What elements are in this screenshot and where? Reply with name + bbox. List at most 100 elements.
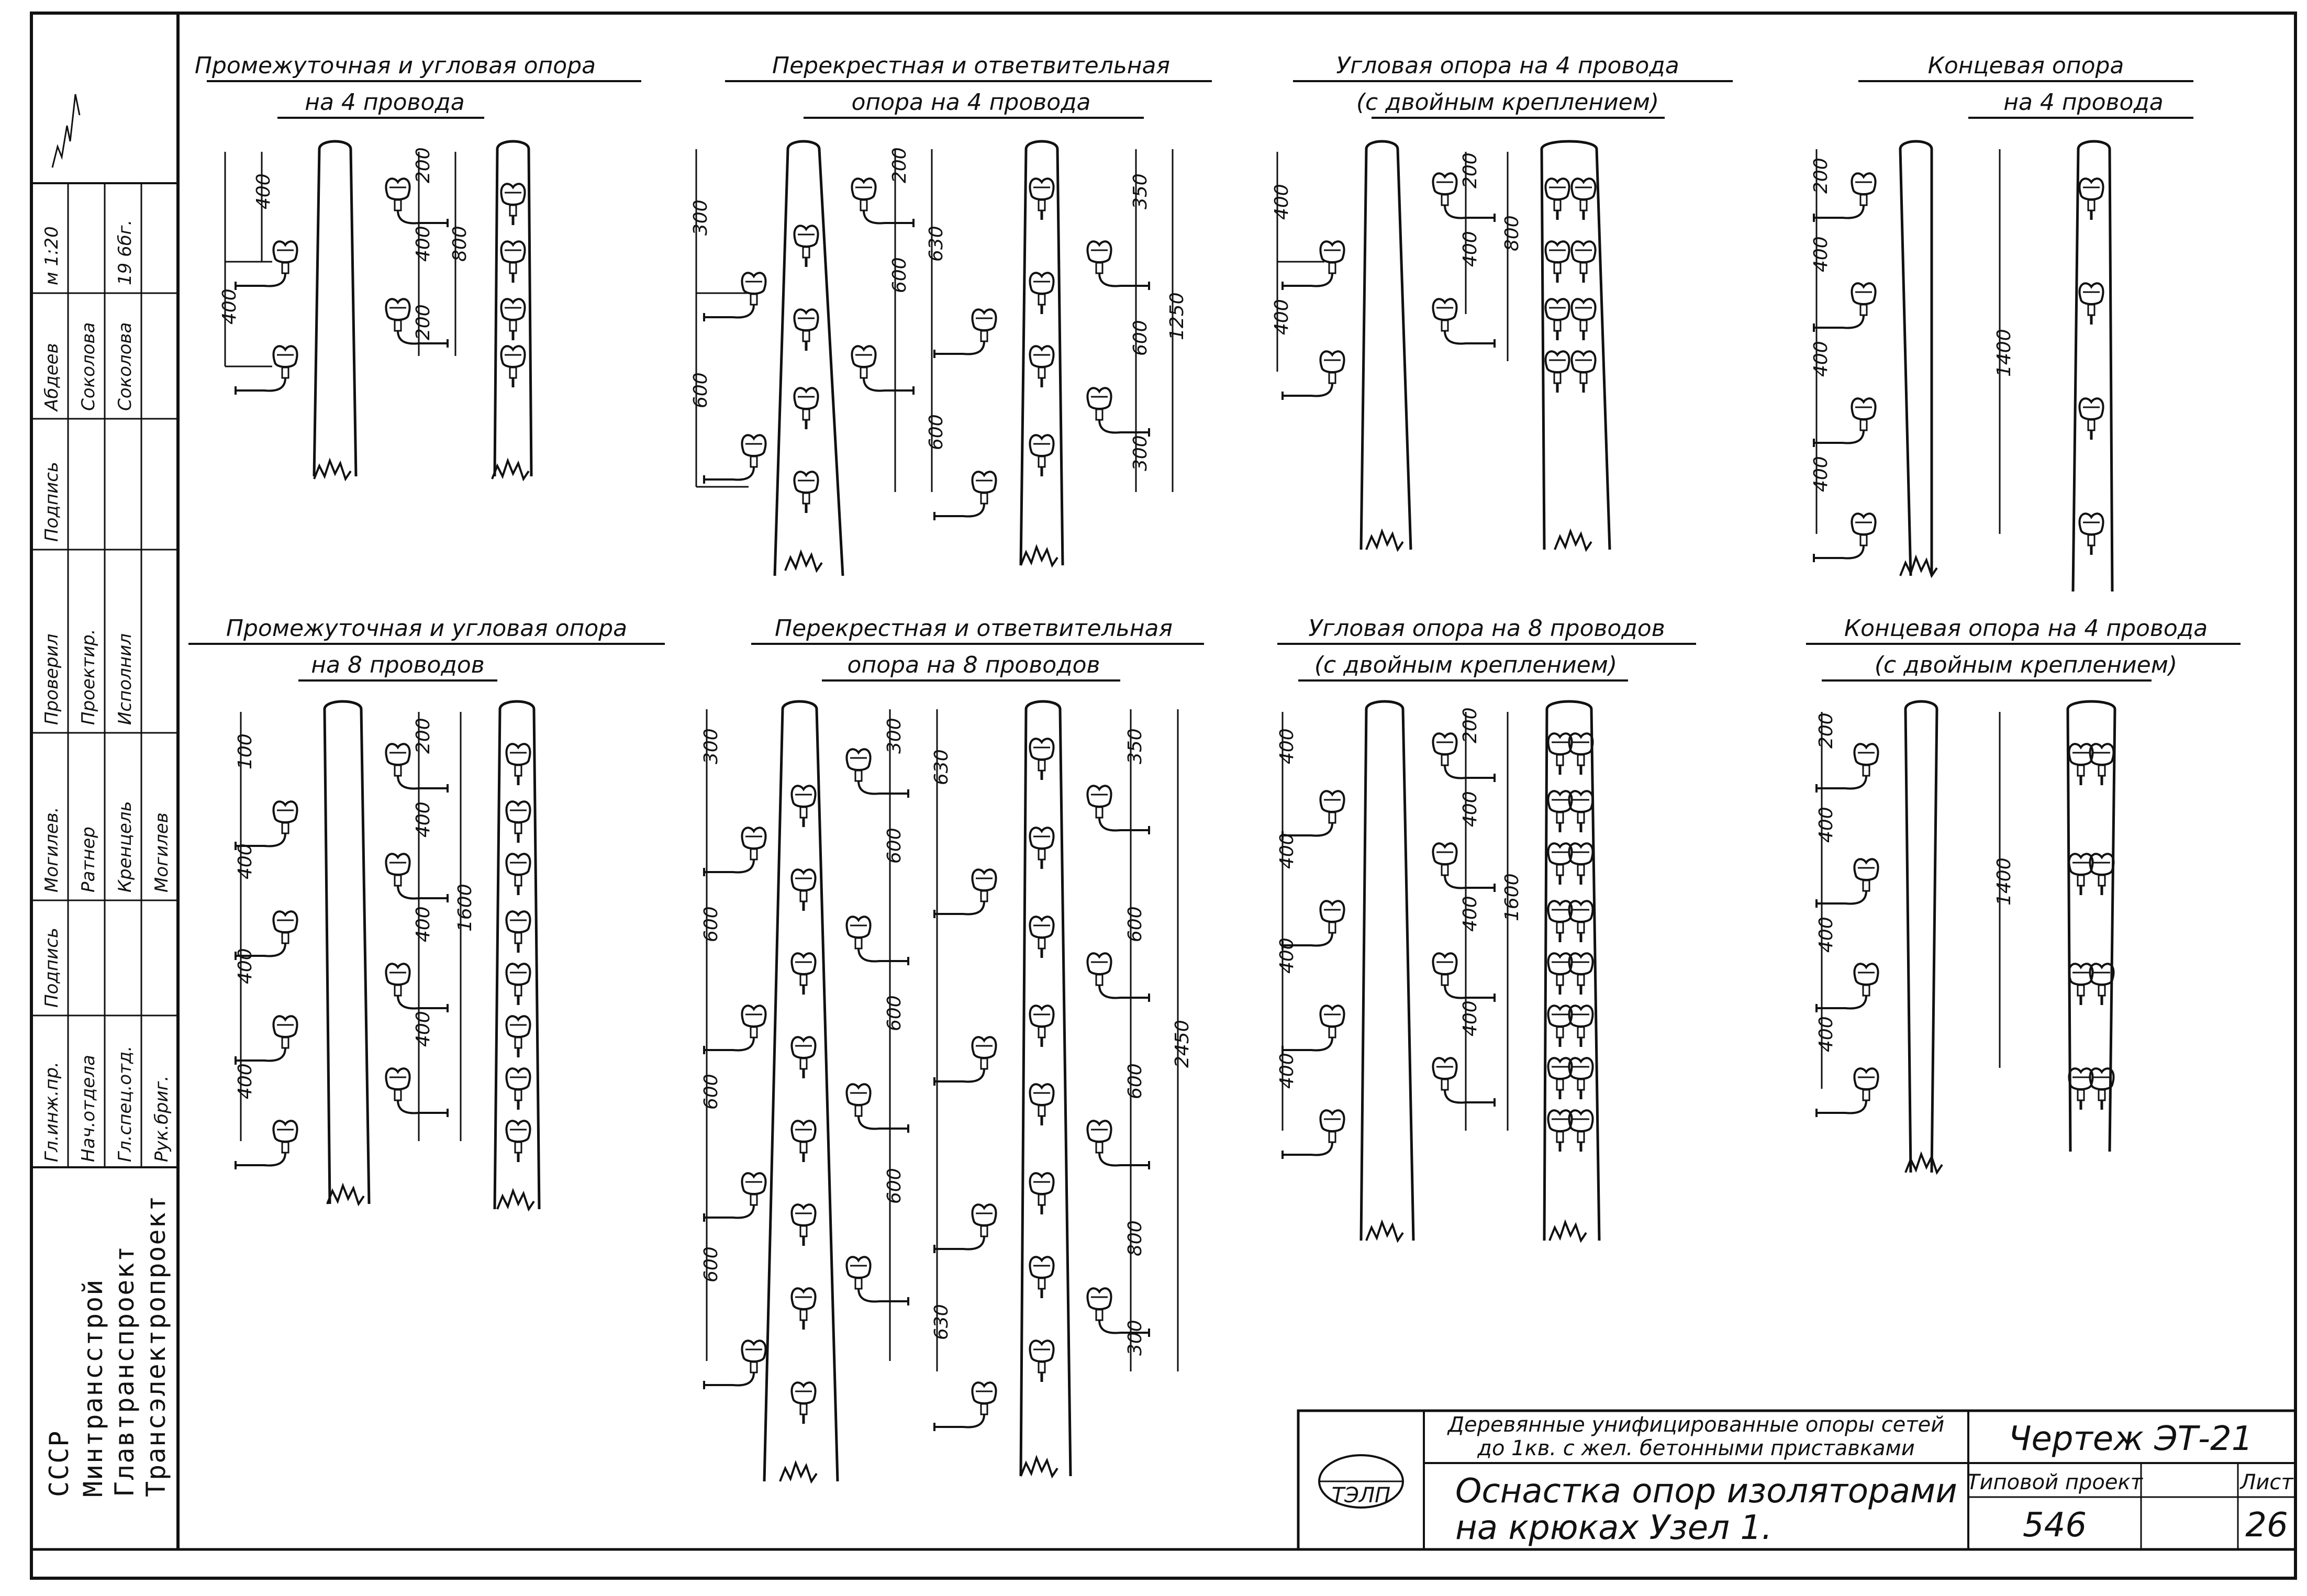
stamp-description-2: до 1кв. с жел. бетонными приставками	[1477, 1436, 1914, 1460]
title-8-line2: (с двойным креплением)	[1875, 652, 2177, 678]
n6-dim-a: 300	[700, 728, 722, 764]
stamp-title-1: Оснастка опор изоляторами	[1455, 1472, 1957, 1511]
n6-dim-k: 350	[1124, 728, 1146, 764]
col-header-signature-2: Подпись	[41, 462, 62, 542]
project-label: Типовой проект	[1967, 1470, 2144, 1494]
n3-dim-total: 800	[1501, 215, 1523, 251]
n8-dim-b: 400	[1815, 807, 1837, 843]
n6-dim-h: 600	[884, 1168, 905, 1204]
n7-dim-h: 400	[1459, 1000, 1481, 1036]
node-1-diagram: 400 400 200 400 200 800	[219, 140, 533, 480]
n6-dim-c: 600	[700, 1074, 722, 1110]
n2-dim-i: 300	[1130, 435, 1151, 471]
sheet-label: Лист	[2239, 1470, 2294, 1494]
sheet-number: 26	[2245, 1506, 2288, 1545]
stamp-title-2: на крюках Узел 1.	[1455, 1509, 1772, 1547]
n5-dim-h: 400	[413, 1011, 434, 1047]
n6-dim-n: 800	[1124, 1220, 1146, 1256]
n2-dim-c: 200	[889, 147, 910, 183]
n5-dim-a: 100	[235, 733, 256, 769]
n4-dim-d: 400	[1810, 456, 1832, 492]
n4-dim-b: 400	[1810, 236, 1832, 272]
role-chief-spec: Гл.спец.отд.	[115, 1046, 136, 1162]
scale-label: м 1:20	[41, 226, 62, 285]
title-6-line2: опора на 8 проводов	[848, 652, 1100, 678]
node-7-diagram: 400 400 400 400 200 400 400 400 1600	[1276, 700, 1601, 1242]
n1-dim-a: 400	[253, 173, 274, 209]
title-4-line2: на 4 провода	[2003, 89, 2164, 116]
project-number: 546	[2023, 1506, 2087, 1545]
title-5-line2: на 8 проводов	[311, 652, 484, 678]
org-mintransstroy: Минтрансстрой	[78, 1279, 108, 1497]
n6-dim-total: 2450	[1172, 1020, 1193, 1068]
year-label: 19 6бг.	[115, 220, 136, 285]
node-6-diagram: 300 600 600 600 300 600 600 600 630 630 …	[700, 700, 1193, 1482]
outer-frame	[30, 12, 2297, 1580]
n2-dim-d: 600	[889, 257, 910, 293]
n7-dim-b: 400	[1276, 833, 1298, 869]
n6-dim-l: 600	[1124, 906, 1146, 942]
n2-dim-total: 1250	[1166, 292, 1188, 340]
col-header-signature: Подпись	[41, 928, 62, 1008]
titles: Промежуточная и угловая опора на 4 прово…	[188, 52, 2241, 682]
name-abdeev: Абдеев	[41, 343, 62, 412]
logo-text: ТЭЛП	[1332, 1483, 1391, 1508]
name-1: Могилев.	[41, 807, 62, 892]
org-transelektroproekt: Трансэлектропроект	[141, 1195, 171, 1497]
node-5-diagram: 100 400 400 400 200 400 400 400 1600	[235, 700, 541, 1210]
n7-dim-f: 400	[1459, 791, 1481, 827]
role-chief-engineer: Гл.инж.пр.	[41, 1062, 62, 1162]
col-header-checked: Проверил	[41, 634, 62, 725]
n6-dim-i: 630	[931, 749, 952, 785]
n7-dim-e: 200	[1459, 707, 1481, 743]
name-2: Ратнер	[78, 827, 99, 892]
name-sokolova-2: Соколова	[115, 322, 136, 411]
n4-dim-total: 1400	[1993, 329, 2015, 377]
n6-dim-e: 300	[884, 718, 905, 754]
n7-dim-g: 400	[1459, 896, 1481, 932]
title-8-line1: Концевая опора на 4 провода	[1844, 615, 2208, 642]
n2-dim-h: 600	[1130, 320, 1151, 356]
name-3: Кренцель	[115, 801, 136, 892]
title-3-line1: Угловая опора на 4 провода	[1336, 52, 1679, 79]
n1-dim-c: 200	[413, 147, 434, 183]
n2-dim-b: 600	[690, 372, 711, 408]
title-7-line2: (с двойным креплением)	[1314, 652, 1617, 678]
n6-dim-j: 630	[931, 1304, 952, 1340]
node-4-diagram: 200 400 400 400 1400	[1810, 140, 2114, 592]
n6-dim-d: 600	[700, 1246, 722, 1282]
n2-dim-e: 600	[926, 414, 947, 450]
n1-dim-b: 400	[219, 288, 240, 325]
title-1-line2: на 4 провода	[305, 89, 465, 116]
name-sokolova-1: Соколова	[78, 322, 99, 411]
n6-dim-m: 600	[1124, 1063, 1146, 1099]
n3-dim-b: 400	[1271, 299, 1292, 335]
n3-dim-c: 200	[1459, 152, 1481, 188]
title-2-line1: Перекрестная и ответвительная	[772, 52, 1170, 79]
role-team-lead: Рук.бриг.	[151, 1076, 172, 1162]
n2-dim-a: 300	[690, 199, 711, 236]
n5-dim-c: 400	[235, 948, 256, 984]
n7-dim-a: 400	[1276, 728, 1298, 764]
n5-dim-b: 400	[235, 843, 256, 879]
n7-dim-c: 400	[1276, 937, 1298, 974]
col-header-designer: Проектир.	[78, 629, 99, 725]
n8-dim-a: 200	[1815, 712, 1837, 749]
n3-dim-d: 400	[1459, 231, 1481, 267]
n7-dim-d: 400	[1276, 1053, 1298, 1089]
drawing-number: Чертеж ЭТ-21	[2009, 1420, 2253, 1458]
n1-dim-e: 200	[413, 304, 434, 340]
org-glavtransproekt: Главтранспроект	[109, 1245, 140, 1497]
title-5-line1: Промежуточная и угловая опора	[226, 615, 627, 642]
title-7-line1: Угловая опора на 8 проводов	[1308, 615, 1665, 642]
name-4: Могилев	[151, 812, 172, 892]
sidebar-title-block: Гл.инж.пр. Нач.отдела Гл.спец.отд. Рук.б…	[31, 94, 178, 1497]
role-head-dept: Нач.отдела	[78, 1055, 99, 1162]
n1-dim-d: 400	[413, 226, 434, 262]
n8-dim-total: 1400	[1993, 857, 2015, 906]
node-3-diagram: 400 400 200 400 800	[1271, 140, 1611, 551]
n4-dim-c: 400	[1810, 341, 1832, 377]
node-2-diagram: 300 600 200 600 600 630 350 600 300 1250	[690, 140, 1188, 576]
tep-logo: ТЭЛП	[1318, 1454, 1404, 1509]
